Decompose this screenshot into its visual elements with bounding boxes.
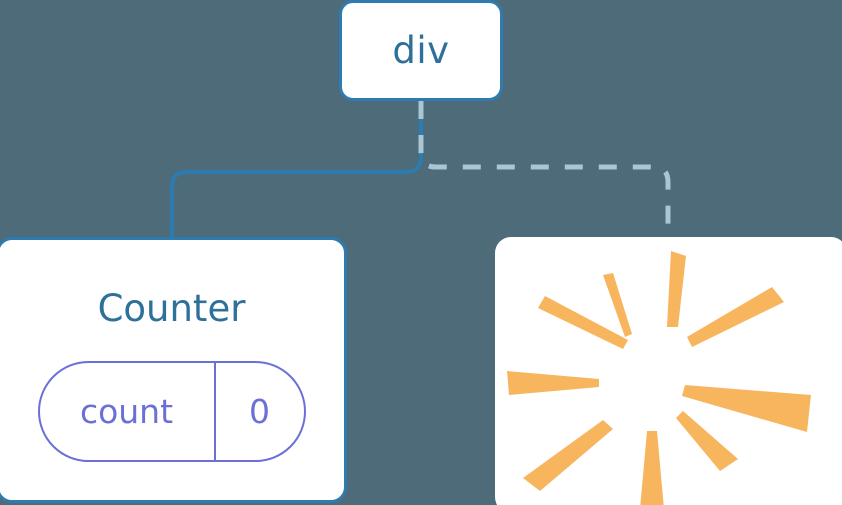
node-counter-title: Counter xyxy=(97,287,246,330)
prop-value-count: 0 xyxy=(249,392,270,431)
node-div[interactable]: div xyxy=(339,0,503,101)
prop-pill-divider xyxy=(213,363,216,460)
node-counter[interactable]: Counter count 0 xyxy=(0,237,347,503)
edge-div-counter xyxy=(170,99,423,242)
prop-pill-count[interactable]: count 0 xyxy=(37,361,306,462)
prop-key-count: count xyxy=(79,392,174,431)
node-spark[interactable] xyxy=(495,237,842,505)
edge-div-spark xyxy=(418,101,671,240)
sparkle-burst-icon xyxy=(507,251,811,505)
node-div-title: div xyxy=(392,29,450,72)
